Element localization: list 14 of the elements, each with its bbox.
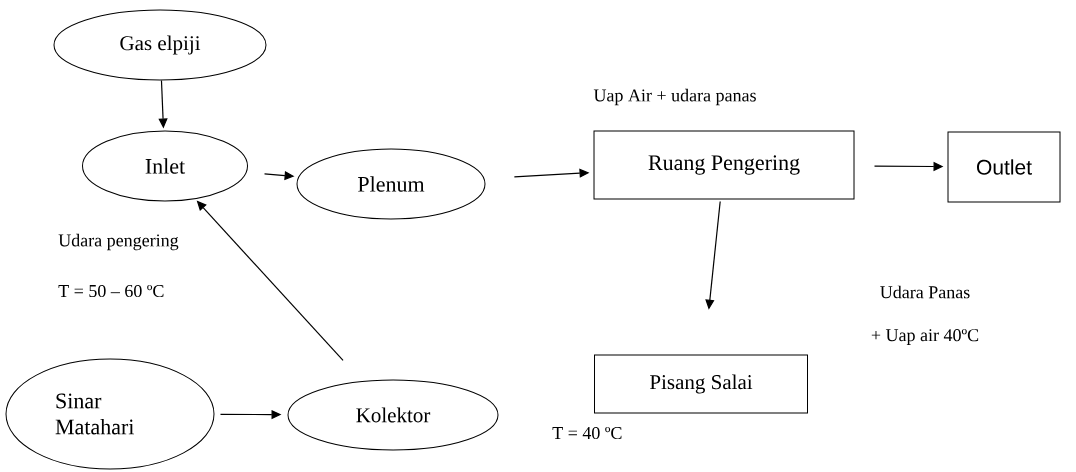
process-box: Outlet <box>947 131 1061 203</box>
process-box: Pisang Salai <box>594 354 808 414</box>
label: Udara Panas <box>880 285 970 299</box>
label: T = 50 – 60 ºC <box>58 284 164 298</box>
label: Uap Air + udara panas <box>593 88 756 106</box>
ellipse-node: Sinar Matahari <box>5 358 215 470</box>
ellipse-node: Gas elpiji <box>53 9 267 81</box>
label: T = 40 ºC <box>552 426 622 440</box>
process-box: Ruang Pengering <box>593 130 855 200</box>
label: Udara pengering <box>58 233 179 251</box>
ellipse-node: Inlet <box>82 130 248 202</box>
ellipse-node: Plenum <box>296 148 486 220</box>
ellipse-node: Kolektor <box>287 379 499 451</box>
label: + Uap air 40ºC <box>871 329 979 345</box>
